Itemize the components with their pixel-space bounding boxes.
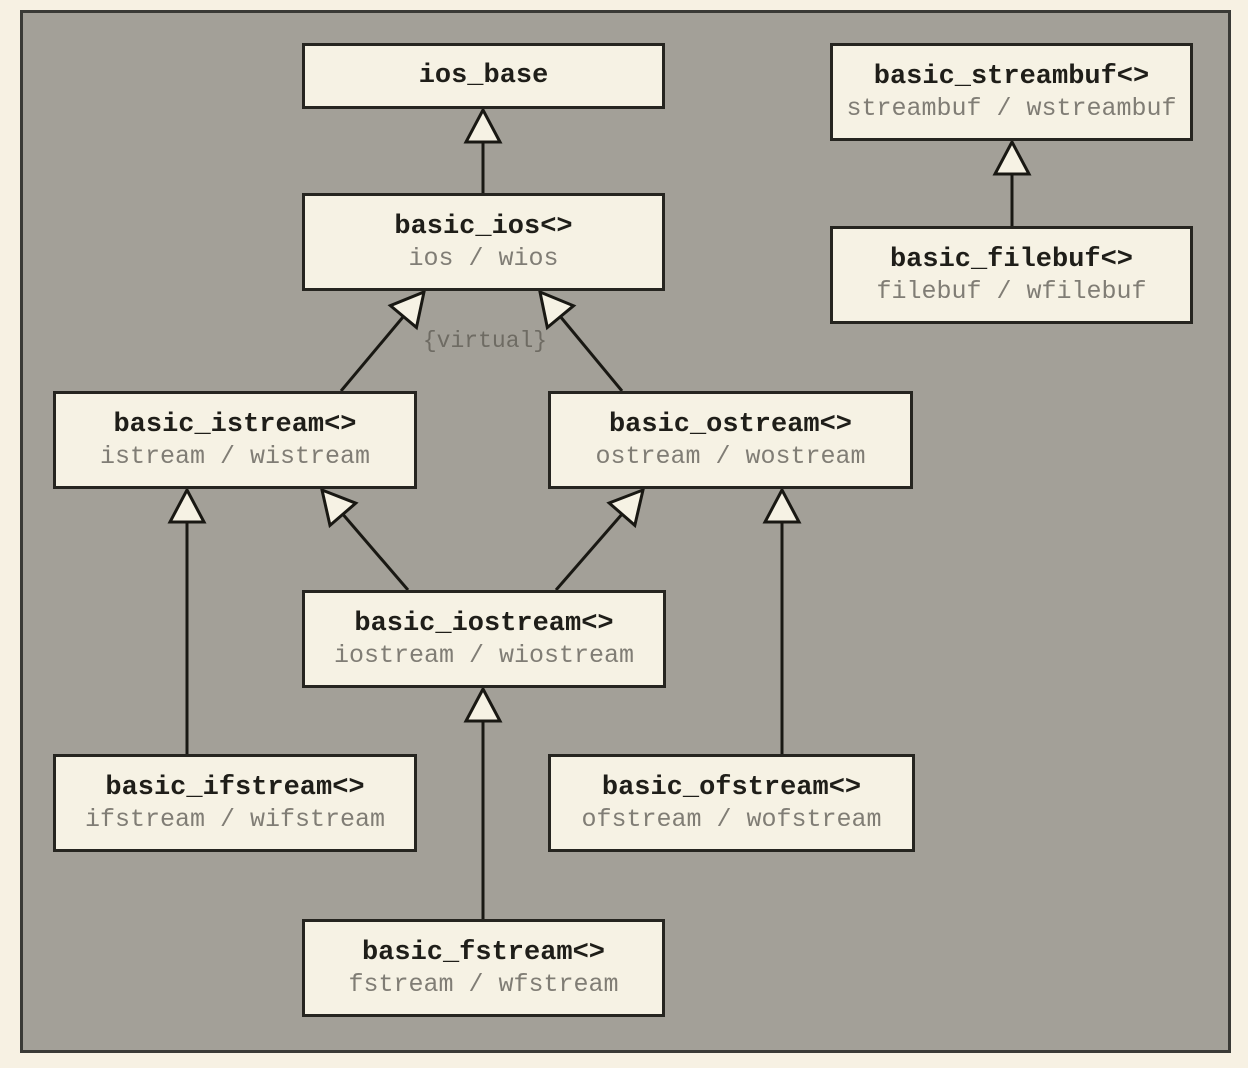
typedef-names: ios / wios (408, 244, 559, 273)
class-box-ios_base: ios_base (302, 43, 665, 109)
typedef-names: streambuf / wstreambuf (846, 94, 1177, 123)
class-box-basic_streambuf: basic_streambuf<>streambuf / wstreambuf (830, 43, 1193, 141)
virtual-inheritance-label: {virtual} (422, 328, 548, 354)
class-name: ios_base (418, 61, 549, 91)
typedef-names: ofstream / wofstream (581, 805, 882, 834)
class-hierarchy-panel (20, 10, 1231, 1053)
class-name: basic_streambuf<> (873, 62, 1150, 92)
class-box-basic_filebuf: basic_filebuf<>filebuf / wfilebuf (830, 226, 1193, 324)
class-box-basic_ofstream: basic_ofstream<>ofstream / wofstream (548, 754, 915, 852)
class-name: basic_iostream<> (354, 609, 614, 639)
class-name: basic_ios<> (394, 212, 573, 242)
class-box-basic_ios: basic_ios<>ios / wios (302, 193, 665, 291)
class-name: basic_filebuf<> (889, 245, 1134, 275)
class-name: basic_ifstream<> (105, 773, 365, 803)
class-name: basic_ofstream<> (601, 773, 862, 803)
class-name: basic_fstream<> (361, 938, 606, 968)
typedef-names: ostream / wostream (595, 442, 866, 471)
class-box-basic_istream: basic_istream<>istream / wistream (53, 391, 417, 489)
class-box-basic_ifstream: basic_ifstream<>ifstream / wifstream (53, 754, 417, 852)
class-name: basic_ostream<> (608, 410, 853, 440)
class-box-basic_iostream: basic_iostream<>iostream / wiostream (302, 590, 666, 688)
typedef-names: ifstream / wifstream (84, 805, 386, 834)
typedef-names: filebuf / wfilebuf (876, 277, 1147, 306)
typedef-names: fstream / wfstream (348, 970, 619, 999)
class-box-basic_ostream: basic_ostream<>ostream / wostream (548, 391, 913, 489)
typedef-names: iostream / wiostream (333, 641, 635, 670)
typedef-names: istream / wistream (99, 442, 371, 471)
class-name: basic_istream<> (113, 410, 357, 440)
class-box-basic_fstream: basic_fstream<>fstream / wfstream (302, 919, 665, 1017)
